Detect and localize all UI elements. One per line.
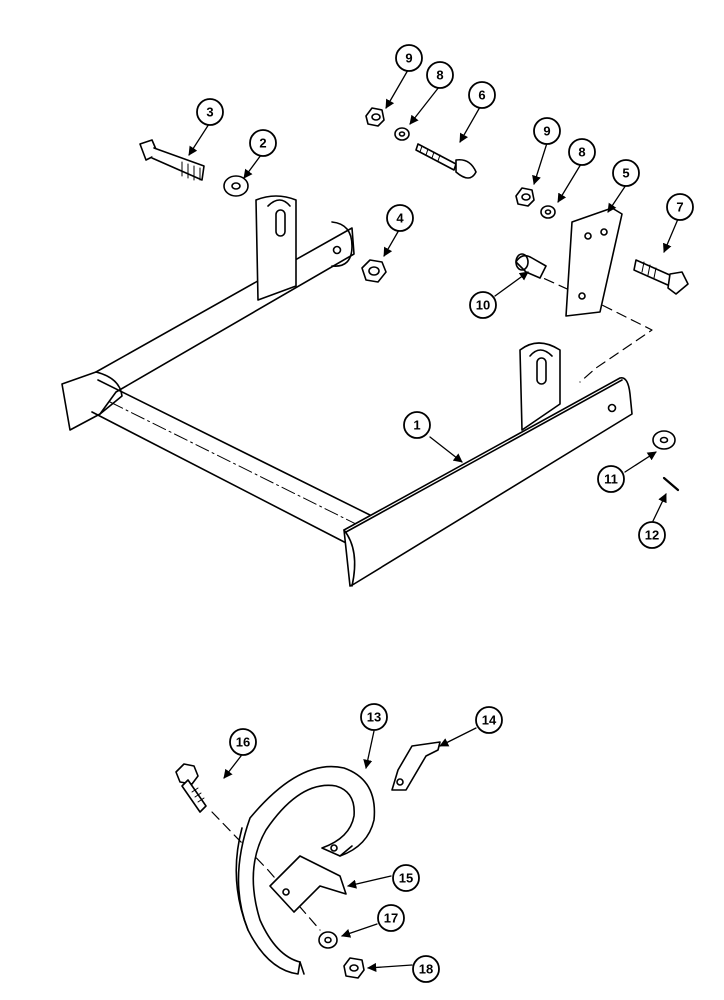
callout-9: 9 [533,117,561,145]
leader-lines [188,69,679,972]
callout-circle [249,129,277,157]
callout-number: 3 [206,105,213,120]
callout-number: 13 [367,710,381,725]
callout-circle [386,204,414,232]
nut-part-9-top [365,107,385,127]
callout-circle [475,706,503,734]
spring-tine-part-13 [235,765,376,975]
callout-circle [597,465,625,493]
callout-circle [426,61,454,89]
plate-part-5 [565,207,623,317]
pin-part-10 [515,253,547,279]
callout-number: 5 [622,166,629,181]
callout-circle [196,98,224,126]
callout-circle [403,411,431,439]
callout-17: 17 [377,904,405,932]
callout-8: 8 [426,61,454,89]
callout-4: 4 [386,204,414,232]
callout-number: 12 [645,528,659,543]
frame-part-1 [61,195,633,587]
callout-circle [568,138,596,166]
callout-14: 14 [475,706,503,734]
washer-part-2 [223,175,249,197]
callout-circle [229,728,257,756]
callout-number: 15 [399,871,413,886]
callout-number: 11 [604,472,618,487]
callout-number: 6 [478,88,485,103]
callout-number: 7 [676,200,683,215]
callout-3: 3 [196,98,224,126]
callout-circle [469,291,497,319]
callout-10: 10 [469,291,497,319]
callout-circle [392,864,420,892]
carriage-bolt-part-6 [415,143,477,179]
bolt-part-7 [633,259,689,295]
nut-part-18 [343,957,365,979]
callout-number: 2 [259,136,266,151]
callout-number: 8 [436,68,443,83]
callout-11: 11 [597,465,625,493]
bolt-part-16 [175,763,207,813]
callout-number: 4 [396,211,404,226]
bracket-part-15 [269,855,347,913]
callout-circle [360,703,388,731]
callout-circle [666,193,694,221]
callout-13: 13 [360,703,388,731]
callout-circle [533,117,561,145]
callout-1: 1 [403,411,431,439]
callout-18: 18 [412,955,440,983]
callout-circle [612,159,640,187]
callout-7: 7 [666,193,694,221]
callout-number: 8 [578,145,585,160]
callout-number: 18 [419,962,433,977]
callout-circle [377,904,405,932]
callout-number: 17 [384,911,398,926]
callout-6: 6 [468,81,496,109]
callout-15: 15 [392,864,420,892]
callout-number: 10 [476,298,490,313]
nut-part-4 [361,259,387,283]
bolt-part-3 [139,139,205,181]
callout-circle [395,44,423,72]
callout-circle [638,521,666,549]
cotter-pin-part-12 [662,476,680,492]
callout-number: 9 [543,124,550,139]
callout-number: 9 [405,51,412,66]
callout-9: 9 [395,44,423,72]
lock-washer-part-8-top [394,127,410,141]
callout-number: 14 [482,713,497,728]
washer-part-17 [318,931,338,949]
lock-washer-part-8-right [540,205,556,219]
callout-12: 12 [638,521,666,549]
callout-circle [468,81,496,109]
callout-2: 2 [249,129,277,157]
nut-part-9-right [515,187,535,207]
callout-circle [412,955,440,983]
bracket-part-14 [391,741,441,791]
callout-number: 1 [413,418,420,433]
callout-number: 16 [236,735,250,750]
callout-8: 8 [568,138,596,166]
callout-16: 16 [229,728,257,756]
callout-5: 5 [612,159,640,187]
washer-part-11 [652,430,676,450]
